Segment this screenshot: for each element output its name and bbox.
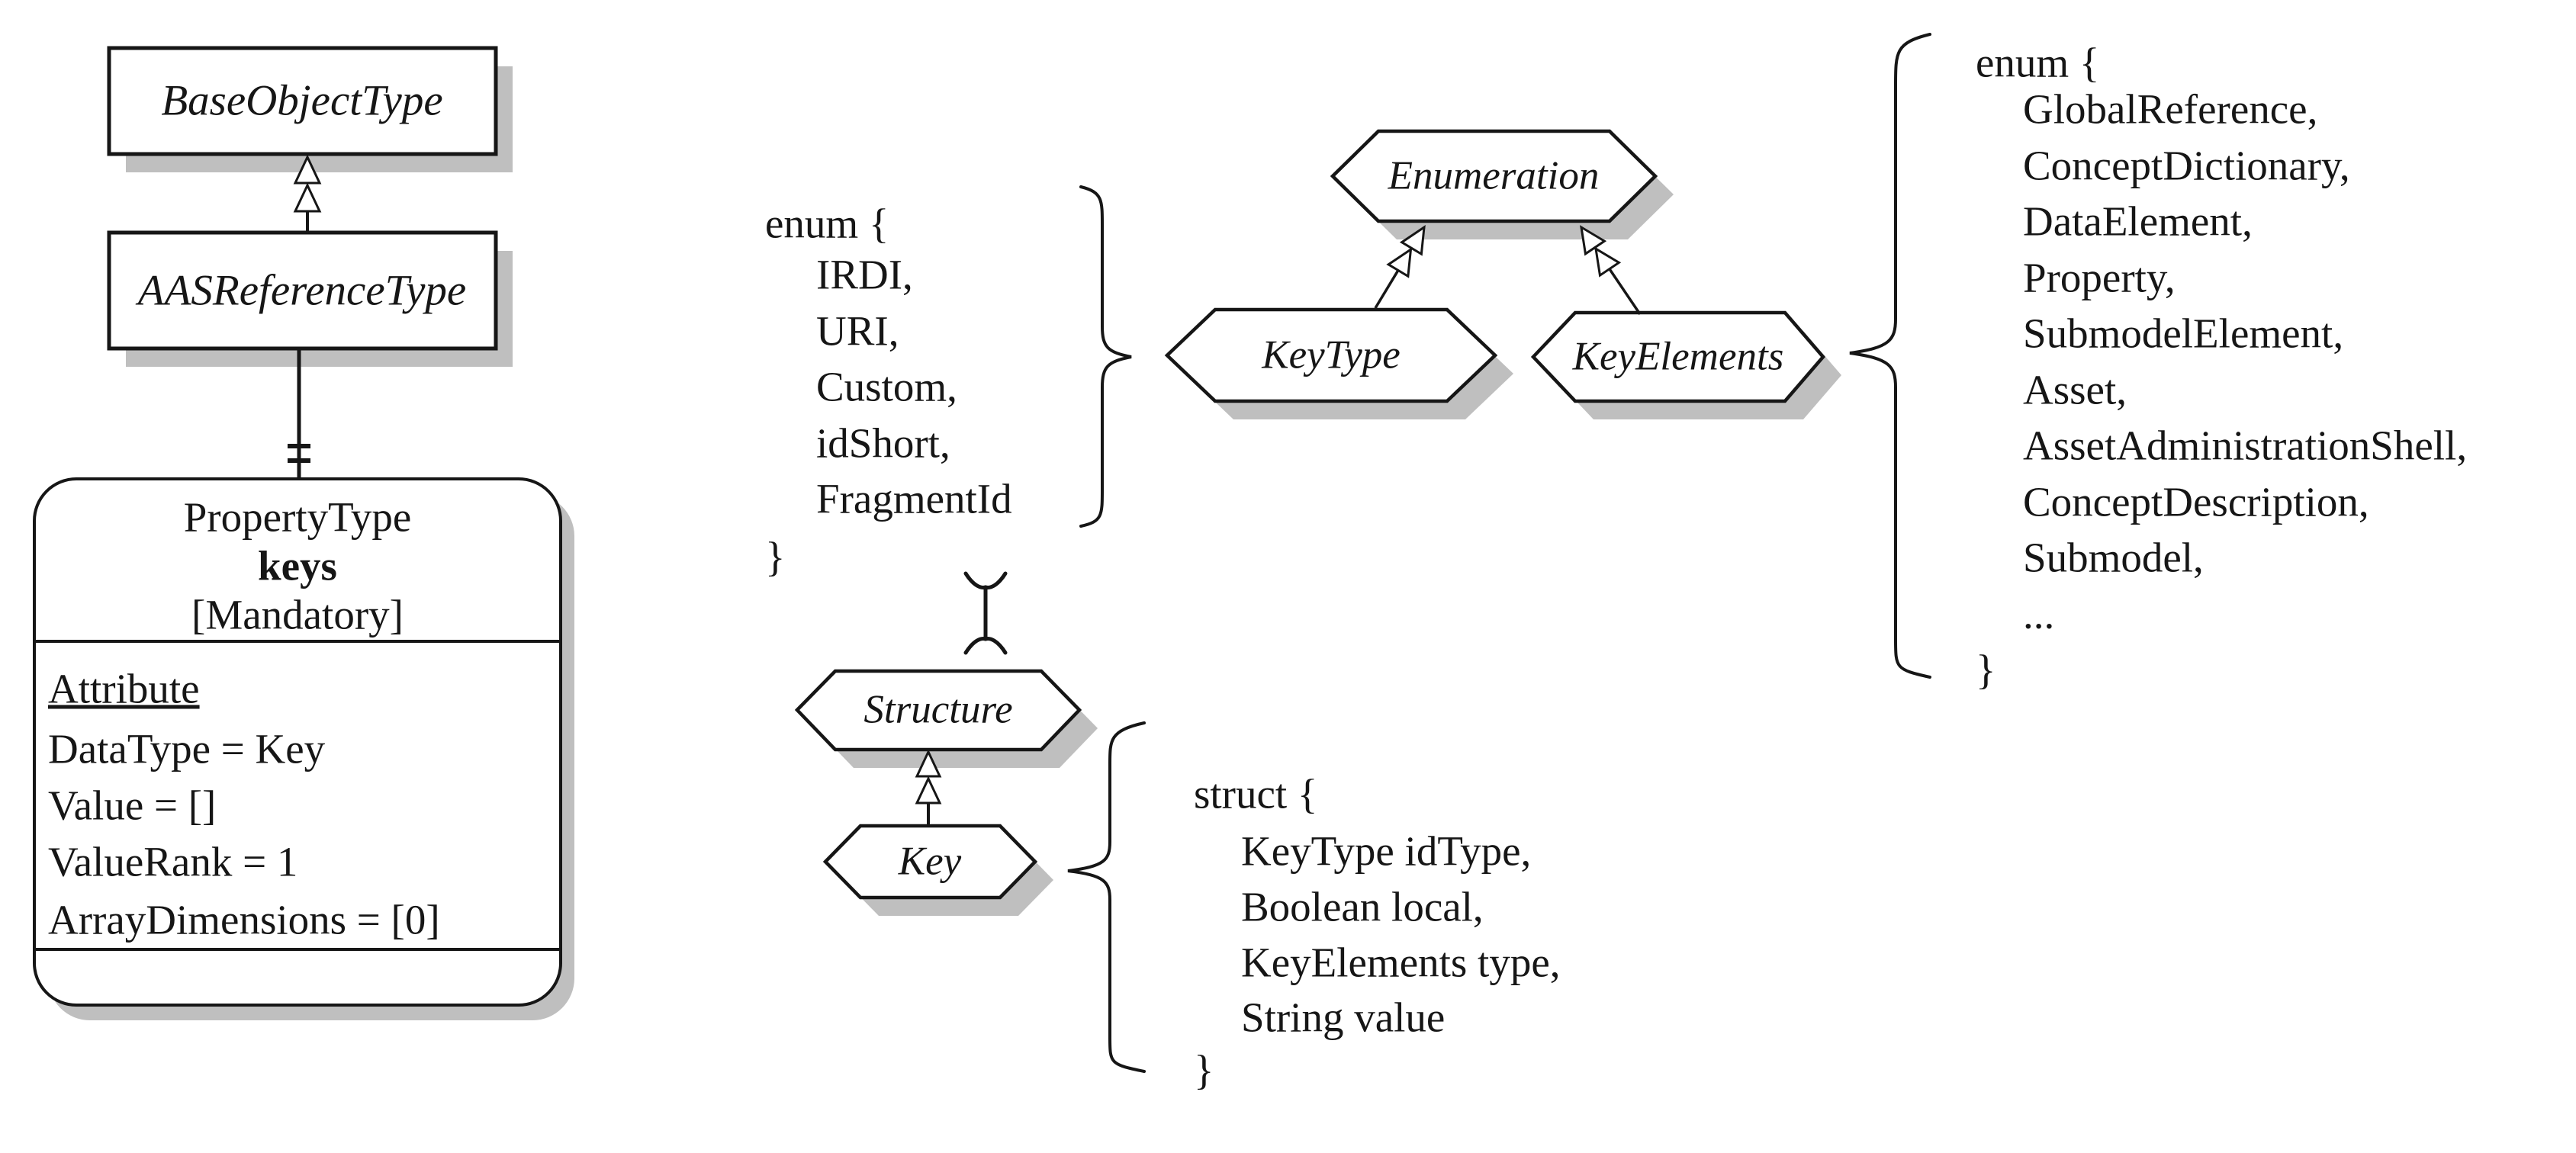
enum-item: Property, [2023, 254, 2176, 301]
has-subtype-arrow-icon [293, 154, 322, 233]
key-elements-label: KeyElements [1572, 334, 1784, 379]
enum-item: ConceptDictionary, [2023, 142, 2350, 189]
struct-open: struct { [1194, 770, 1318, 817]
key-subtype-arrow-icon [915, 749, 942, 826]
aas-reference-type-label: AASReferenceType [137, 266, 467, 315]
enum-item: IRDI, [816, 251, 913, 298]
struct-close: } [1194, 1046, 1214, 1094]
enum-item: ... [2023, 590, 2055, 638]
base-object-type-box [107, 46, 513, 172]
structure-hexagon [794, 669, 1098, 768]
left-enum-brace [1079, 185, 1132, 528]
key-type-hexagon [1164, 307, 1513, 419]
cut-mark-icon [963, 571, 1008, 655]
attribute-row: ValueRank = 1 [48, 838, 298, 885]
enum-item: idShort, [816, 419, 950, 467]
property-modelling-rule: [Mandatory] [191, 591, 404, 638]
enum-item: Custom, [816, 363, 957, 410]
key-elements-hexagon [1530, 310, 1841, 419]
property-type-box [33, 477, 574, 1020]
struct-field: String value [1241, 994, 1446, 1041]
attribute-header: Attribute [48, 665, 200, 712]
enum-item: URI, [816, 307, 899, 355]
enumeration-hexagon [1330, 129, 1674, 239]
enum-item: Asset, [2023, 366, 2127, 413]
enum-item: AssetAdministrationShell, [2023, 422, 2468, 469]
attribute-row: Value = [] [48, 782, 217, 829]
right-enum-brace [1849, 33, 1931, 679]
struct-brace [1067, 721, 1146, 1073]
enum-item: GlobalReference, [2023, 85, 2318, 133]
enum-item: ConceptDescription, [2023, 478, 2369, 525]
structure-label: Structure [863, 687, 1013, 732]
key-elements-subtype-arrow-icon [1580, 225, 1642, 315]
key-type-label: KeyType [1262, 332, 1401, 377]
struct-field: KeyType idType, [1241, 827, 1532, 875]
key-type-subtype-arrow-icon [1374, 224, 1426, 309]
struct-field: KeyElements type, [1241, 939, 1561, 986]
struct-field: Boolean local, [1241, 883, 1484, 930]
attribute-row: ArrayDimensions = [0] [48, 896, 440, 943]
enumeration-label: Enumeration [1388, 153, 1600, 198]
key-hexagon [822, 824, 1053, 916]
left-enum-open: enum { [765, 200, 889, 247]
attribute-row: DataType = Key [48, 725, 326, 772]
property-browse-name: keys [258, 542, 337, 589]
has-property-connector-icon [288, 348, 310, 479]
aas-reference-type-box [107, 230, 513, 367]
left-enum-close: } [765, 533, 786, 580]
enum-item: Submodel, [2023, 534, 2204, 581]
property-type-name: PropertyType [183, 493, 412, 541]
right-enum-open: enum { [1976, 39, 2100, 86]
enum-item: SubmodelElement, [2023, 310, 2344, 357]
enum-item: DataElement, [2023, 198, 2253, 245]
key-label: Key [898, 839, 962, 884]
enum-item: FragmentId [816, 475, 1012, 522]
base-object-type-label: BaseObjectType [161, 76, 443, 125]
right-enum-close: } [1976, 646, 1996, 693]
